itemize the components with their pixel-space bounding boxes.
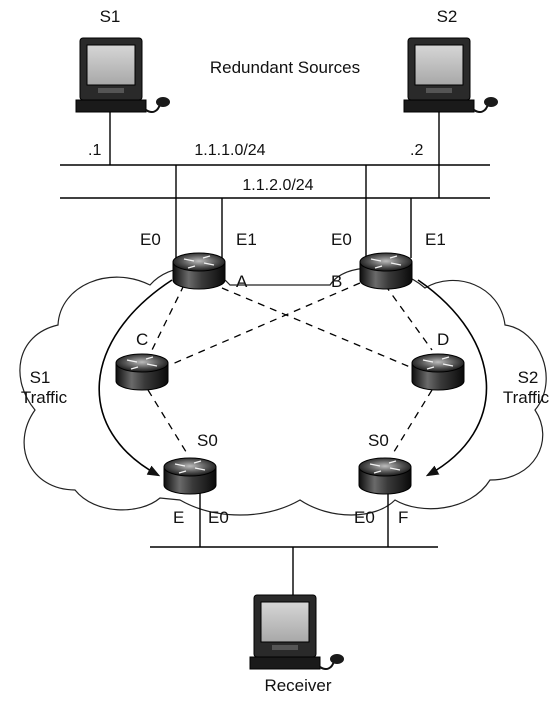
receiver-label: Receiver <box>264 676 331 695</box>
router-a <box>172 252 226 290</box>
s2-traffic-label-line1: S2 <box>518 368 539 387</box>
a-e1-label: E1 <box>236 230 257 249</box>
e-s0-label: S0 <box>197 431 218 450</box>
s1-label: S1 <box>100 7 121 26</box>
f-e0-label: E0 <box>354 508 375 527</box>
link-a-c <box>151 284 185 351</box>
router-c-label: C <box>136 330 148 349</box>
host-s2 <box>403 37 499 113</box>
f-s0-label: S0 <box>368 431 389 450</box>
s2-traffic-arrow <box>417 279 488 477</box>
link-d-f <box>391 389 433 456</box>
e-e0-label: E0 <box>208 508 229 527</box>
b-e0-label: E0 <box>331 230 352 249</box>
router-d-label: D <box>437 330 449 349</box>
s2-traffic-label-line2: Traffic <box>503 388 550 407</box>
link-b-d <box>384 284 433 351</box>
redundant-sources-caption: Redundant Sources <box>210 58 360 77</box>
b-e1-label: E1 <box>425 230 446 249</box>
s2-label: S2 <box>437 7 458 26</box>
router-e <box>163 457 217 495</box>
lan2-network-label: 1.1.2.0/24 <box>242 177 313 194</box>
s1-traffic-arrow <box>98 279 173 477</box>
router-e-label: E <box>173 508 184 527</box>
a-e0-label: E0 <box>140 230 161 249</box>
s1-address-label: .1 <box>88 142 101 159</box>
host-receiver <box>249 594 345 670</box>
router-f-label: F <box>398 508 408 527</box>
router-d <box>411 353 465 391</box>
host-s1 <box>75 37 171 113</box>
router-f <box>358 457 412 495</box>
link-c-e <box>147 389 189 456</box>
router-a-label: A <box>236 272 248 291</box>
router-b-label: B <box>331 272 342 291</box>
router-c <box>115 353 169 391</box>
s1-traffic-label-line2: Traffic <box>21 388 68 407</box>
network-cloud <box>19 267 547 516</box>
s2-address-label: .2 <box>410 142 423 159</box>
link-b-c <box>169 282 361 366</box>
s1-traffic-label-line1: S1 <box>30 368 51 387</box>
lan1-network-label: 1.1.1.0/24 <box>194 142 265 159</box>
link-a-d <box>209 282 411 368</box>
router-b <box>359 252 413 290</box>
